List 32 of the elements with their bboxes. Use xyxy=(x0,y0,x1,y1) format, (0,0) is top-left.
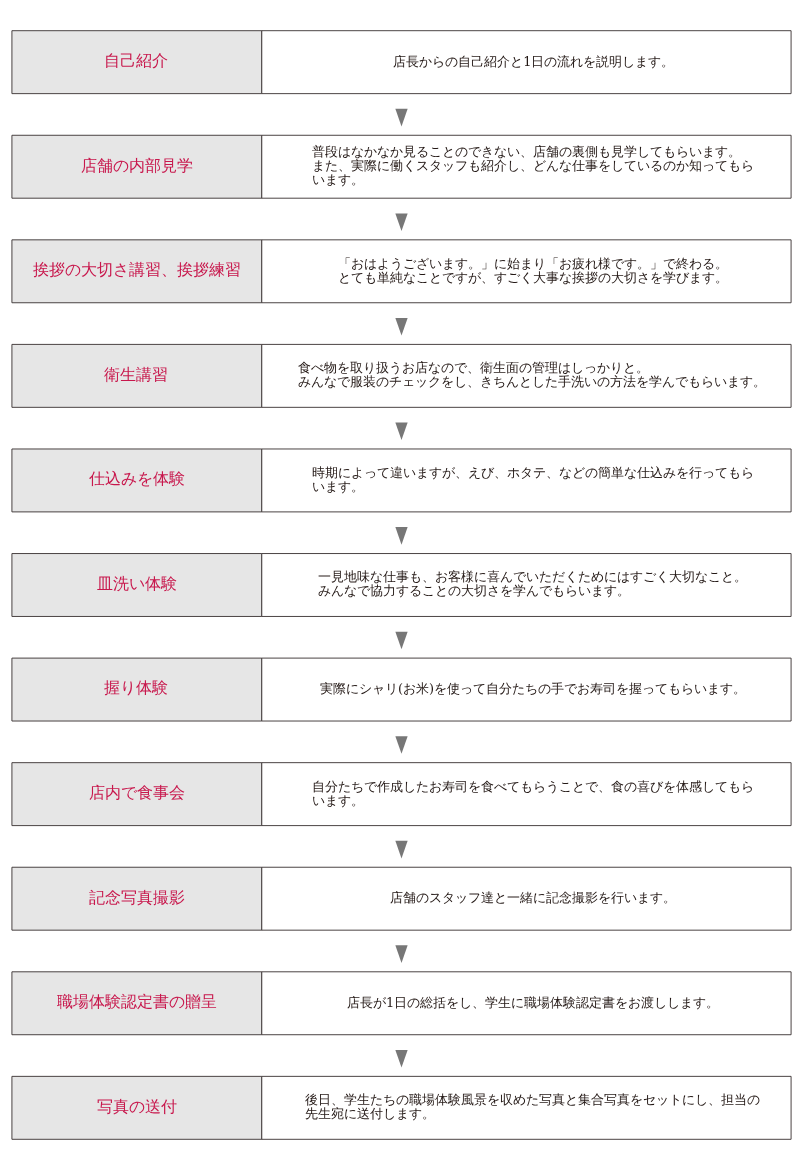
node-text: 写真の送付 xyxy=(96,1096,177,1116)
node-text: 店舗の内部見学 xyxy=(80,155,193,175)
arrow xyxy=(395,1049,408,1068)
node-label: 後日、学生たちの職場体験風景を収めた写真と集合写真をセットにし、担当の先生宛に送付します。 xyxy=(305,1092,761,1122)
arrow xyxy=(395,631,408,650)
node-label: 時期によって違いますが、えび、ホタテ、などの簡単な仕込みを行ってもらいます。 xyxy=(311,464,754,494)
node-label: 普段はなかなか見ることのできない、店舗の裏側も見学してもらいます。また、実際に働くスタッフも紹介し、どんな仕事をしているのか知ってもらいます。 xyxy=(311,144,754,188)
node-label: 店舗のスタッフ達と一緒に記念撮影を行います。 xyxy=(390,890,677,906)
arrow xyxy=(395,945,408,963)
node-label: 店長からの自己紹介と1日の流れを説明します。 xyxy=(393,53,675,69)
node-text: 店内で食事会 xyxy=(88,782,185,802)
arrow xyxy=(395,213,408,231)
arrow xyxy=(395,317,408,336)
arrow xyxy=(395,840,408,859)
node-label: 自分たちで作成したお寿司を食べてもらうことで、食の喜びを体感してもらいます。 xyxy=(311,778,754,808)
arrow xyxy=(395,108,408,127)
node-label: 一見地味な仕事も、お客様に喜んでいただくためにはすごく大切なこと。みんなで協力することの大切さを学んでもらいます。 xyxy=(318,569,748,599)
node-text: 仕込みを体験 xyxy=(88,469,185,489)
node-label: 実際にシャリ(お米)を使って自分たちの手でお寿司を握ってもらいます。 xyxy=(320,680,747,696)
arrow xyxy=(395,422,408,441)
node-text: 握り体験 xyxy=(104,678,169,698)
node-text: 挨拶の大切さ講習、挨拶練習 xyxy=(32,260,241,280)
arrow xyxy=(395,736,408,754)
node-text: 皿洗い体験 xyxy=(96,573,177,593)
node-label: 食べ物を取り扱うお店なので、衛生面の管理はしっかりと。みんなで服装のチェックをし、きちんとした手洗いの方法を学んでもらいます。 xyxy=(297,360,766,390)
node-label: 「おはようございます。」に始まり「お疲れ様です。」で終わる。とても単純なことですが、すごく大事な挨拶の大切さを学びます。 xyxy=(337,255,728,285)
arrow xyxy=(395,527,408,545)
node-text: 記念写真撮影 xyxy=(88,887,185,907)
node-text: 衛生講習 xyxy=(104,364,169,384)
node-label: 店長が1日の総括をし、学生に職場体験認定書をお渡しします。 xyxy=(346,994,720,1010)
node-text: 職場体験認定書の贈呈 xyxy=(56,992,217,1012)
node-text: 自己紹介 xyxy=(104,50,169,70)
